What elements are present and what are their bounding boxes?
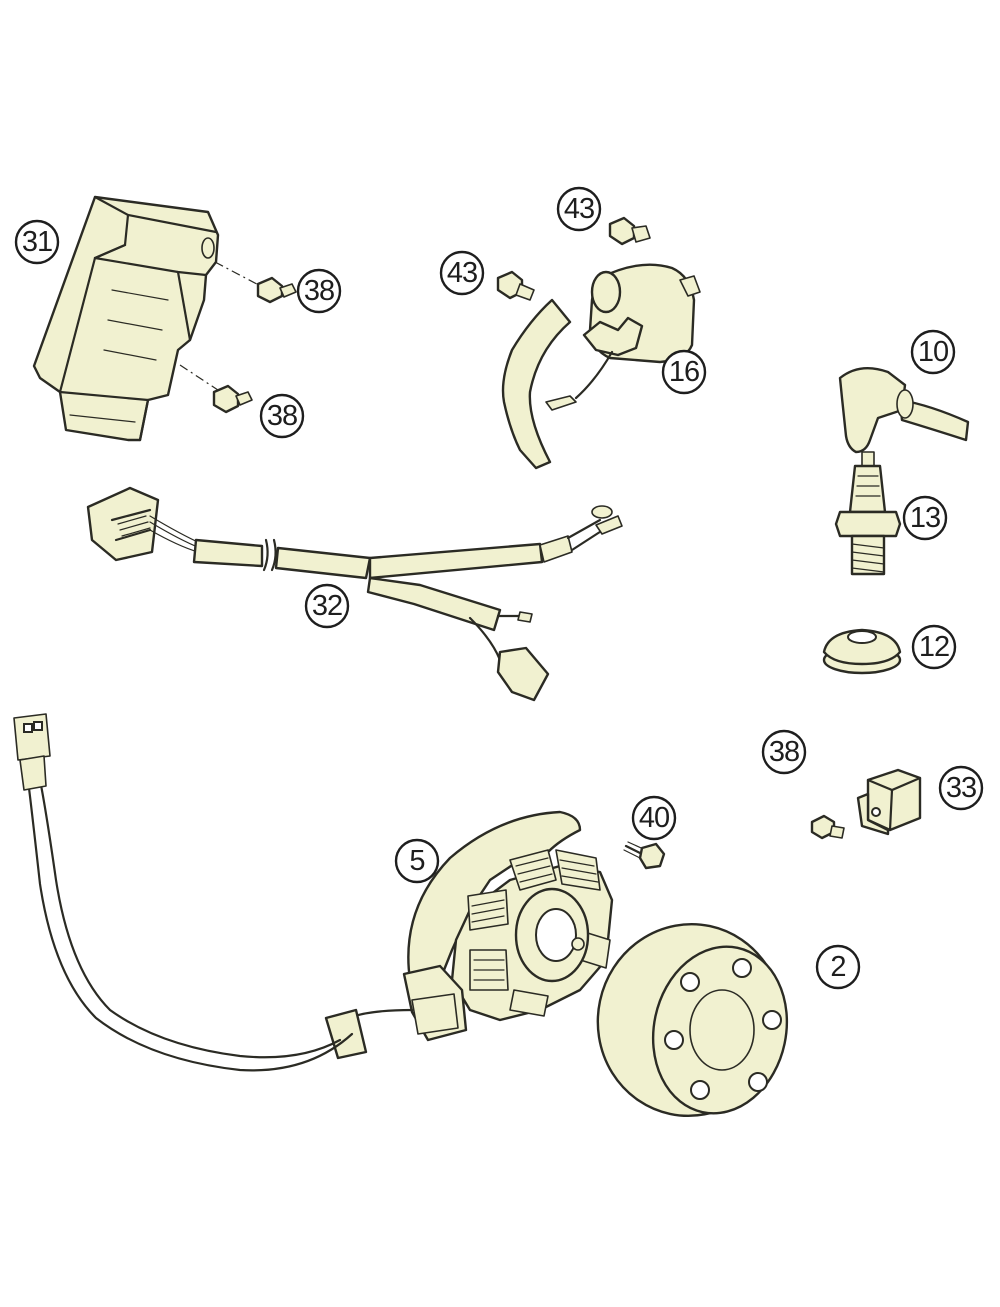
svg-text:33: 33 [946,772,976,804]
svg-text:5: 5 [409,845,424,877]
part-31-control-unit[interactable] [32,195,220,442]
callout-2: 2 [815,944,861,990]
callout-43-lower: 43 [439,250,485,296]
part-5-stator[interactable] [13,713,614,1072]
callout-38-upper: 38 [296,268,342,314]
leader-dashed [214,261,273,293]
screw-38-lower[interactable] [212,384,253,414]
svg-text:10: 10 [918,336,948,368]
svg-text:38: 38 [769,736,799,768]
part-2-flywheel[interactable] [580,907,802,1133]
svg-text:40: 40 [639,802,669,834]
callout-12: 12 [911,624,957,670]
svg-text:38: 38 [304,275,334,307]
part-16-ignition-coil[interactable] [501,263,701,470]
callout-10: 10 [910,329,956,375]
callout-40: 40 [631,795,677,841]
svg-text:38: 38 [267,400,297,432]
callout-5: 5 [394,838,440,884]
part-12-washer[interactable] [822,628,902,675]
callout-31: 31 [14,219,60,265]
part-32-wiring-harness[interactable] [86,486,623,702]
callout-13: 13 [902,495,948,541]
svg-text:13: 13 [910,502,940,534]
callout-33: 33 [938,765,984,811]
svg-text:16: 16 [669,356,699,388]
callout-32: 32 [304,583,350,629]
screw-43-upper[interactable] [608,216,651,246]
part-33-regulator[interactable] [856,768,922,836]
part-13-spark-plug[interactable] [834,451,902,576]
svg-text:43: 43 [447,257,477,289]
screw-43-lower[interactable] [496,270,535,301]
screw-40[interactable] [623,841,666,870]
callout-38-regulator: 38 [761,729,807,775]
callout-43-upper: 43 [556,186,602,232]
svg-text:43: 43 [564,193,594,225]
part-10-spark-plug-cap[interactable] [838,366,970,454]
callout-38-lower: 38 [259,393,305,439]
svg-text:31: 31 [22,226,52,258]
callout-16: 16 [661,349,707,395]
svg-text:32: 32 [312,590,342,622]
screw-38-upper[interactable] [256,276,297,304]
screw-38-regulator[interactable] [810,814,845,840]
svg-text:2: 2 [830,951,845,983]
svg-text:12: 12 [919,631,949,663]
